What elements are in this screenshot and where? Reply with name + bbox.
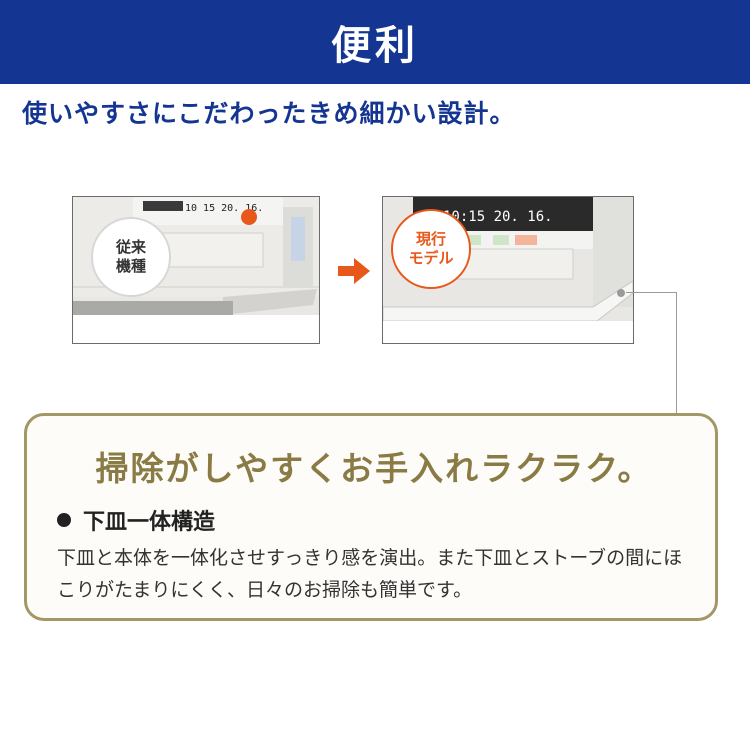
new-model-label-1: 現行	[415, 230, 446, 248]
callout-connector	[626, 292, 677, 293]
old-heater-illustration: 10 15 20. 16.	[73, 197, 319, 343]
feature-description: 下皿と本体を一体化させすっきり感を演出。また下皿とストーブの間にほこりがたまりに…	[57, 547, 683, 601]
callout-line	[676, 292, 677, 414]
old-model-label-2: 機種	[115, 257, 146, 275]
old-model-badge: 従来 機種	[91, 217, 171, 297]
old-model-label-1: 従来	[115, 238, 146, 256]
bullet-icon	[57, 513, 71, 527]
panel-headline: 掃除がしやすくお手入れラクラク。	[95, 449, 653, 488]
svg-text:10 15 20. 16.: 10 15 20. 16.	[185, 203, 263, 214]
new-model-badge: 現行 モデル	[391, 209, 471, 289]
feature-panel: 掃除がしやすくお手入れラクラク。 下皿一体構造 下皿と本体を一体化させすっきり感…	[24, 413, 718, 621]
new-model-label-2: モデル	[408, 249, 454, 267]
banner-title: 便利	[331, 23, 419, 69]
new-model-photo: 10:15 20. 16. 現行 モデル	[382, 196, 634, 344]
feature-title-text: 下皿一体構造	[83, 510, 216, 535]
feature-title: 下皿一体構造	[57, 504, 215, 536]
old-model-photo: 10 15 20. 16. 従来 機種	[72, 196, 320, 344]
header-banner: 便利	[0, 0, 750, 84]
page-subtitle: 使いやすさにこだわったきめ細かい設計。	[22, 99, 516, 128]
right-arrow-icon	[338, 258, 370, 284]
svg-text:10:15 20. 16.: 10:15 20. 16.	[443, 209, 553, 225]
